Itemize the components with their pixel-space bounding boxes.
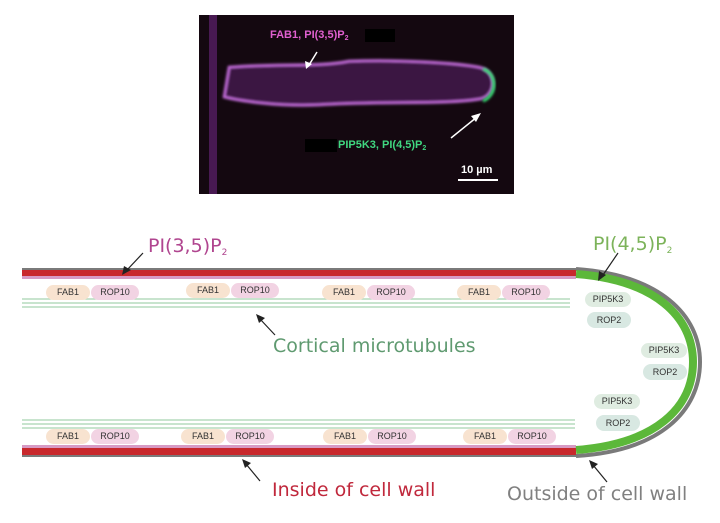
rop2-pill: ROP2 bbox=[587, 312, 631, 328]
pip5k3-pill: PIP5K3 bbox=[585, 292, 631, 307]
fab1-pill: FAB1 bbox=[457, 285, 501, 300]
arrow-pip5k3 bbox=[450, 116, 478, 139]
pip5k3-pill: PIP5K3 bbox=[594, 394, 640, 409]
arrow-pi35 bbox=[126, 252, 144, 271]
fab1-pill: FAB1 bbox=[323, 429, 367, 444]
fab1-pill: FAB1 bbox=[186, 283, 230, 298]
fab1-label: FAB1, PI(3,5)P2 bbox=[270, 29, 349, 42]
arrow-inside-wall bbox=[245, 463, 261, 482]
fab1-pill: FAB1 bbox=[463, 429, 507, 444]
microtubules-label: Cortical microtubules bbox=[273, 335, 476, 357]
rop10-pill: ROP10 bbox=[231, 283, 279, 298]
arrow-outside-wall bbox=[592, 464, 608, 483]
rop10-pill: ROP10 bbox=[226, 429, 274, 444]
tip-fluorescence bbox=[482, 67, 496, 103]
cell-outline bbox=[22, 252, 703, 483]
rop10-pill: ROP10 bbox=[91, 429, 139, 444]
rop2-pill: ROP2 bbox=[596, 415, 640, 431]
rop10-pill: ROP10 bbox=[502, 285, 550, 300]
bottom-wall-red bbox=[22, 448, 576, 455]
fab1-pill: FAB1 bbox=[181, 429, 225, 444]
rop10-pill: ROP10 bbox=[91, 285, 139, 300]
pip5k3-pill: PIP5K3 bbox=[641, 343, 687, 358]
pi35p2-label: PI(3,5)P2 bbox=[148, 235, 228, 258]
scale-bar bbox=[458, 179, 498, 181]
fab1-pill: FAB1 bbox=[46, 285, 90, 300]
top-membrane bbox=[22, 276, 576, 279]
redaction-box bbox=[365, 29, 395, 42]
scale-bar-label: 10 µm bbox=[461, 164, 493, 176]
fab1-pill: FAB1 bbox=[322, 285, 366, 300]
tip-outer-wall bbox=[575, 267, 703, 458]
rop10-pill: ROP10 bbox=[368, 429, 416, 444]
root-hair-image bbox=[209, 15, 496, 194]
tip-green-membrane bbox=[575, 270, 698, 454]
arrow-fab1 bbox=[308, 51, 318, 66]
root-hair bbox=[222, 59, 494, 107]
root-edge bbox=[209, 15, 217, 194]
rop2-pill: ROP2 bbox=[643, 364, 687, 380]
top-wall-red bbox=[22, 270, 576, 276]
fab1-pill: FAB1 bbox=[46, 429, 90, 444]
pi45p2-label: PI(4,5)P2 bbox=[593, 233, 673, 256]
redaction-box bbox=[305, 139, 337, 152]
cell-diagram: PI(3,5)P2 PI(4,5)P2 Cortical microtubule… bbox=[0, 225, 720, 523]
arrow-pi45 bbox=[602, 252, 619, 276]
arrow-microtubules bbox=[259, 318, 276, 336]
bottom-membrane bbox=[22, 445, 576, 448]
rop10-pill: ROP10 bbox=[508, 429, 556, 444]
rop10-pill: ROP10 bbox=[367, 285, 415, 300]
micrograph-panel: FAB1, PI(3,5)P2 PIP5K3, PI(4,5)P2 10 µm bbox=[199, 15, 514, 194]
inside-wall-label: Inside of cell wall bbox=[272, 479, 436, 501]
outside-wall-label: Outside of cell wall bbox=[507, 483, 688, 505]
pip5k3-label: PIP5K3, PI(4,5)P2 bbox=[338, 139, 427, 152]
